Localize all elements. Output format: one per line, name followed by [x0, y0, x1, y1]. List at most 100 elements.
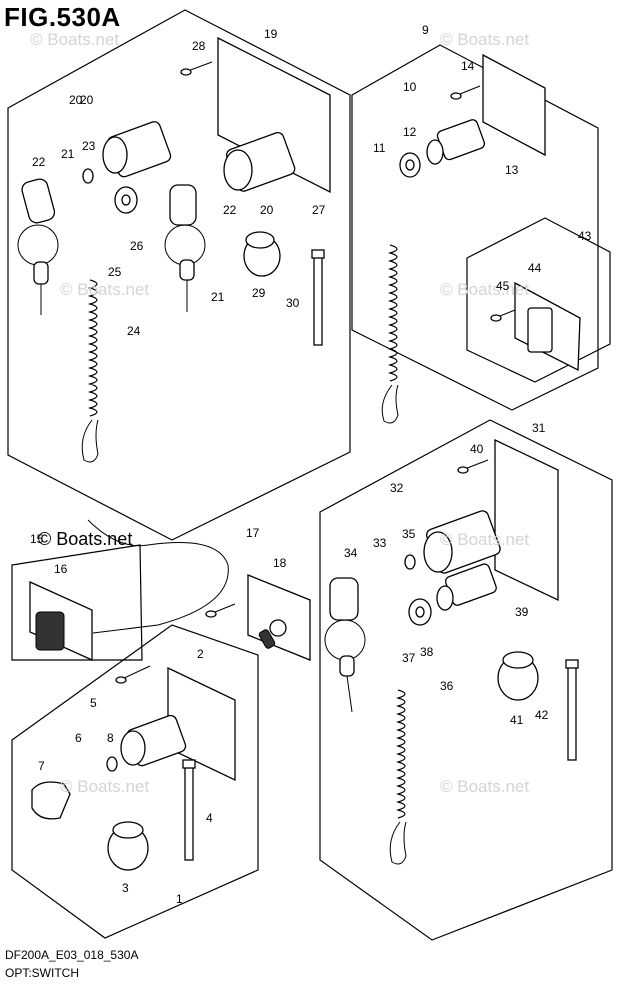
- pto-wire-harness: [87, 519, 229, 634]
- callout-number: 32: [390, 481, 404, 495]
- callout-number: 20: [260, 203, 274, 217]
- callout-number: 19: [264, 27, 278, 41]
- callout-number: 37: [402, 651, 416, 665]
- washer-8: [106, 756, 118, 772]
- key-22-right: [164, 184, 206, 312]
- group-box-single-switch: [11, 624, 259, 939]
- key-switch-lower: [423, 510, 501, 574]
- callout-number: 1: [176, 892, 183, 906]
- stop-switch-13: [426, 119, 486, 165]
- callout-number: 20: [69, 93, 83, 107]
- screw-45: [490, 309, 516, 322]
- washer-35: [404, 554, 416, 570]
- lanyard-coil-11: [381, 244, 399, 424]
- cap-29: [243, 231, 281, 277]
- callout-number: 36: [440, 679, 454, 693]
- figure-code: DF200A_E03_018_530A: [5, 948, 139, 962]
- callout-number: 34: [344, 546, 358, 560]
- watermark: © Boats.net: [60, 777, 149, 796]
- nut-26: [114, 186, 138, 214]
- key-switch-upper-left: [102, 121, 172, 178]
- callout-number: 14: [461, 59, 475, 73]
- callout-number: 7: [38, 759, 45, 773]
- callout-number: 22: [32, 155, 46, 169]
- group-box-stop-switch: [351, 44, 599, 411]
- cap-3: [107, 821, 149, 871]
- callout-number: 10: [403, 80, 417, 94]
- callout-number: 4: [206, 811, 213, 825]
- mounting-plate-19: [217, 36, 331, 194]
- callout-number: 6: [75, 731, 82, 745]
- callout-number: 40: [470, 442, 484, 456]
- stop-switch-39: [436, 563, 497, 611]
- cable-tie-4: [182, 759, 196, 861]
- callout-number: 25: [108, 265, 122, 279]
- cable-tie-42: [565, 659, 579, 761]
- callout-number: 24: [127, 324, 141, 338]
- callout-number: 17: [246, 526, 260, 540]
- callout-number: 38: [420, 645, 434, 659]
- group-box-main-switch: [7, 9, 351, 541]
- callout-number: 44: [528, 261, 542, 275]
- callout-number: 27: [312, 203, 326, 217]
- watermark: © Boats.net: [440, 530, 529, 549]
- callout-number: 31: [532, 421, 546, 435]
- callout-number: 5: [90, 696, 97, 710]
- key-switch-single: [120, 714, 187, 767]
- callout-number: 43: [578, 229, 592, 243]
- callout-number: 45: [496, 279, 510, 293]
- callout-number: 26: [130, 239, 144, 253]
- callout-number: 33: [373, 536, 387, 550]
- callout-number: 18: [273, 556, 287, 570]
- callout-number: 2: [197, 647, 204, 661]
- screw-14: [450, 85, 481, 100]
- callout-number: 28: [192, 39, 206, 53]
- group-box-trim-switch: [466, 217, 611, 383]
- screw-2: [115, 665, 151, 684]
- key-22-left: [17, 178, 59, 315]
- choke-knob-18: [258, 619, 287, 649]
- screw-28: [180, 61, 213, 76]
- callout-number: 20: [80, 93, 94, 107]
- lanyard-coil-37: [389, 689, 407, 865]
- group-box-pto: [11, 544, 143, 661]
- callout-number: 39: [515, 605, 529, 619]
- callout-number: 9: [422, 23, 429, 37]
- watermark: © Boats.net: [30, 30, 119, 49]
- group-box-dual-switch: [319, 419, 613, 941]
- callout-number: 30: [286, 296, 300, 310]
- callout-number: 15: [30, 532, 44, 546]
- watermark: © Boats.net: [60, 280, 149, 299]
- watermark: © Boats.net: [440, 30, 529, 49]
- key-switch-upper-right: [223, 131, 296, 192]
- callout-number: 21: [211, 290, 225, 304]
- callout-number: 16: [54, 562, 68, 576]
- callout-number: 22: [223, 203, 237, 217]
- cap-41: [497, 651, 539, 701]
- callout-number: 8: [107, 731, 114, 745]
- lanyard-coil-25: [81, 279, 99, 463]
- callout-number: 12: [403, 125, 417, 139]
- callout-number: 35: [402, 527, 416, 541]
- key-34: [324, 577, 366, 713]
- mounting-plate-31: [494, 438, 559, 602]
- mounting-plate-13: [482, 53, 546, 157]
- callout-number: 21: [61, 147, 75, 161]
- figure-title: FIG.530A: [4, 2, 121, 32]
- mounting-plate-18: [247, 574, 311, 661]
- watermark-strong: © Boats.net: [38, 529, 132, 549]
- nut-38: [408, 598, 432, 626]
- cable-tie-30: [311, 249, 325, 346]
- watermark: © Boats.net: [440, 777, 529, 796]
- callout-number: 13: [505, 163, 519, 177]
- callout-number: 29: [252, 286, 266, 300]
- pto-switch-16: [35, 611, 65, 651]
- callout-number: 3: [122, 881, 129, 895]
- figure-name: OPT:SWITCH: [5, 966, 79, 980]
- screw-40: [457, 459, 489, 474]
- washer-23: [82, 168, 94, 184]
- nut-12: [399, 152, 421, 178]
- callouts: 1 2 3 4 5 6 7 8 9 10 11 12 13 14 15 16 1…: [30, 23, 592, 906]
- key-7: [31, 781, 71, 820]
